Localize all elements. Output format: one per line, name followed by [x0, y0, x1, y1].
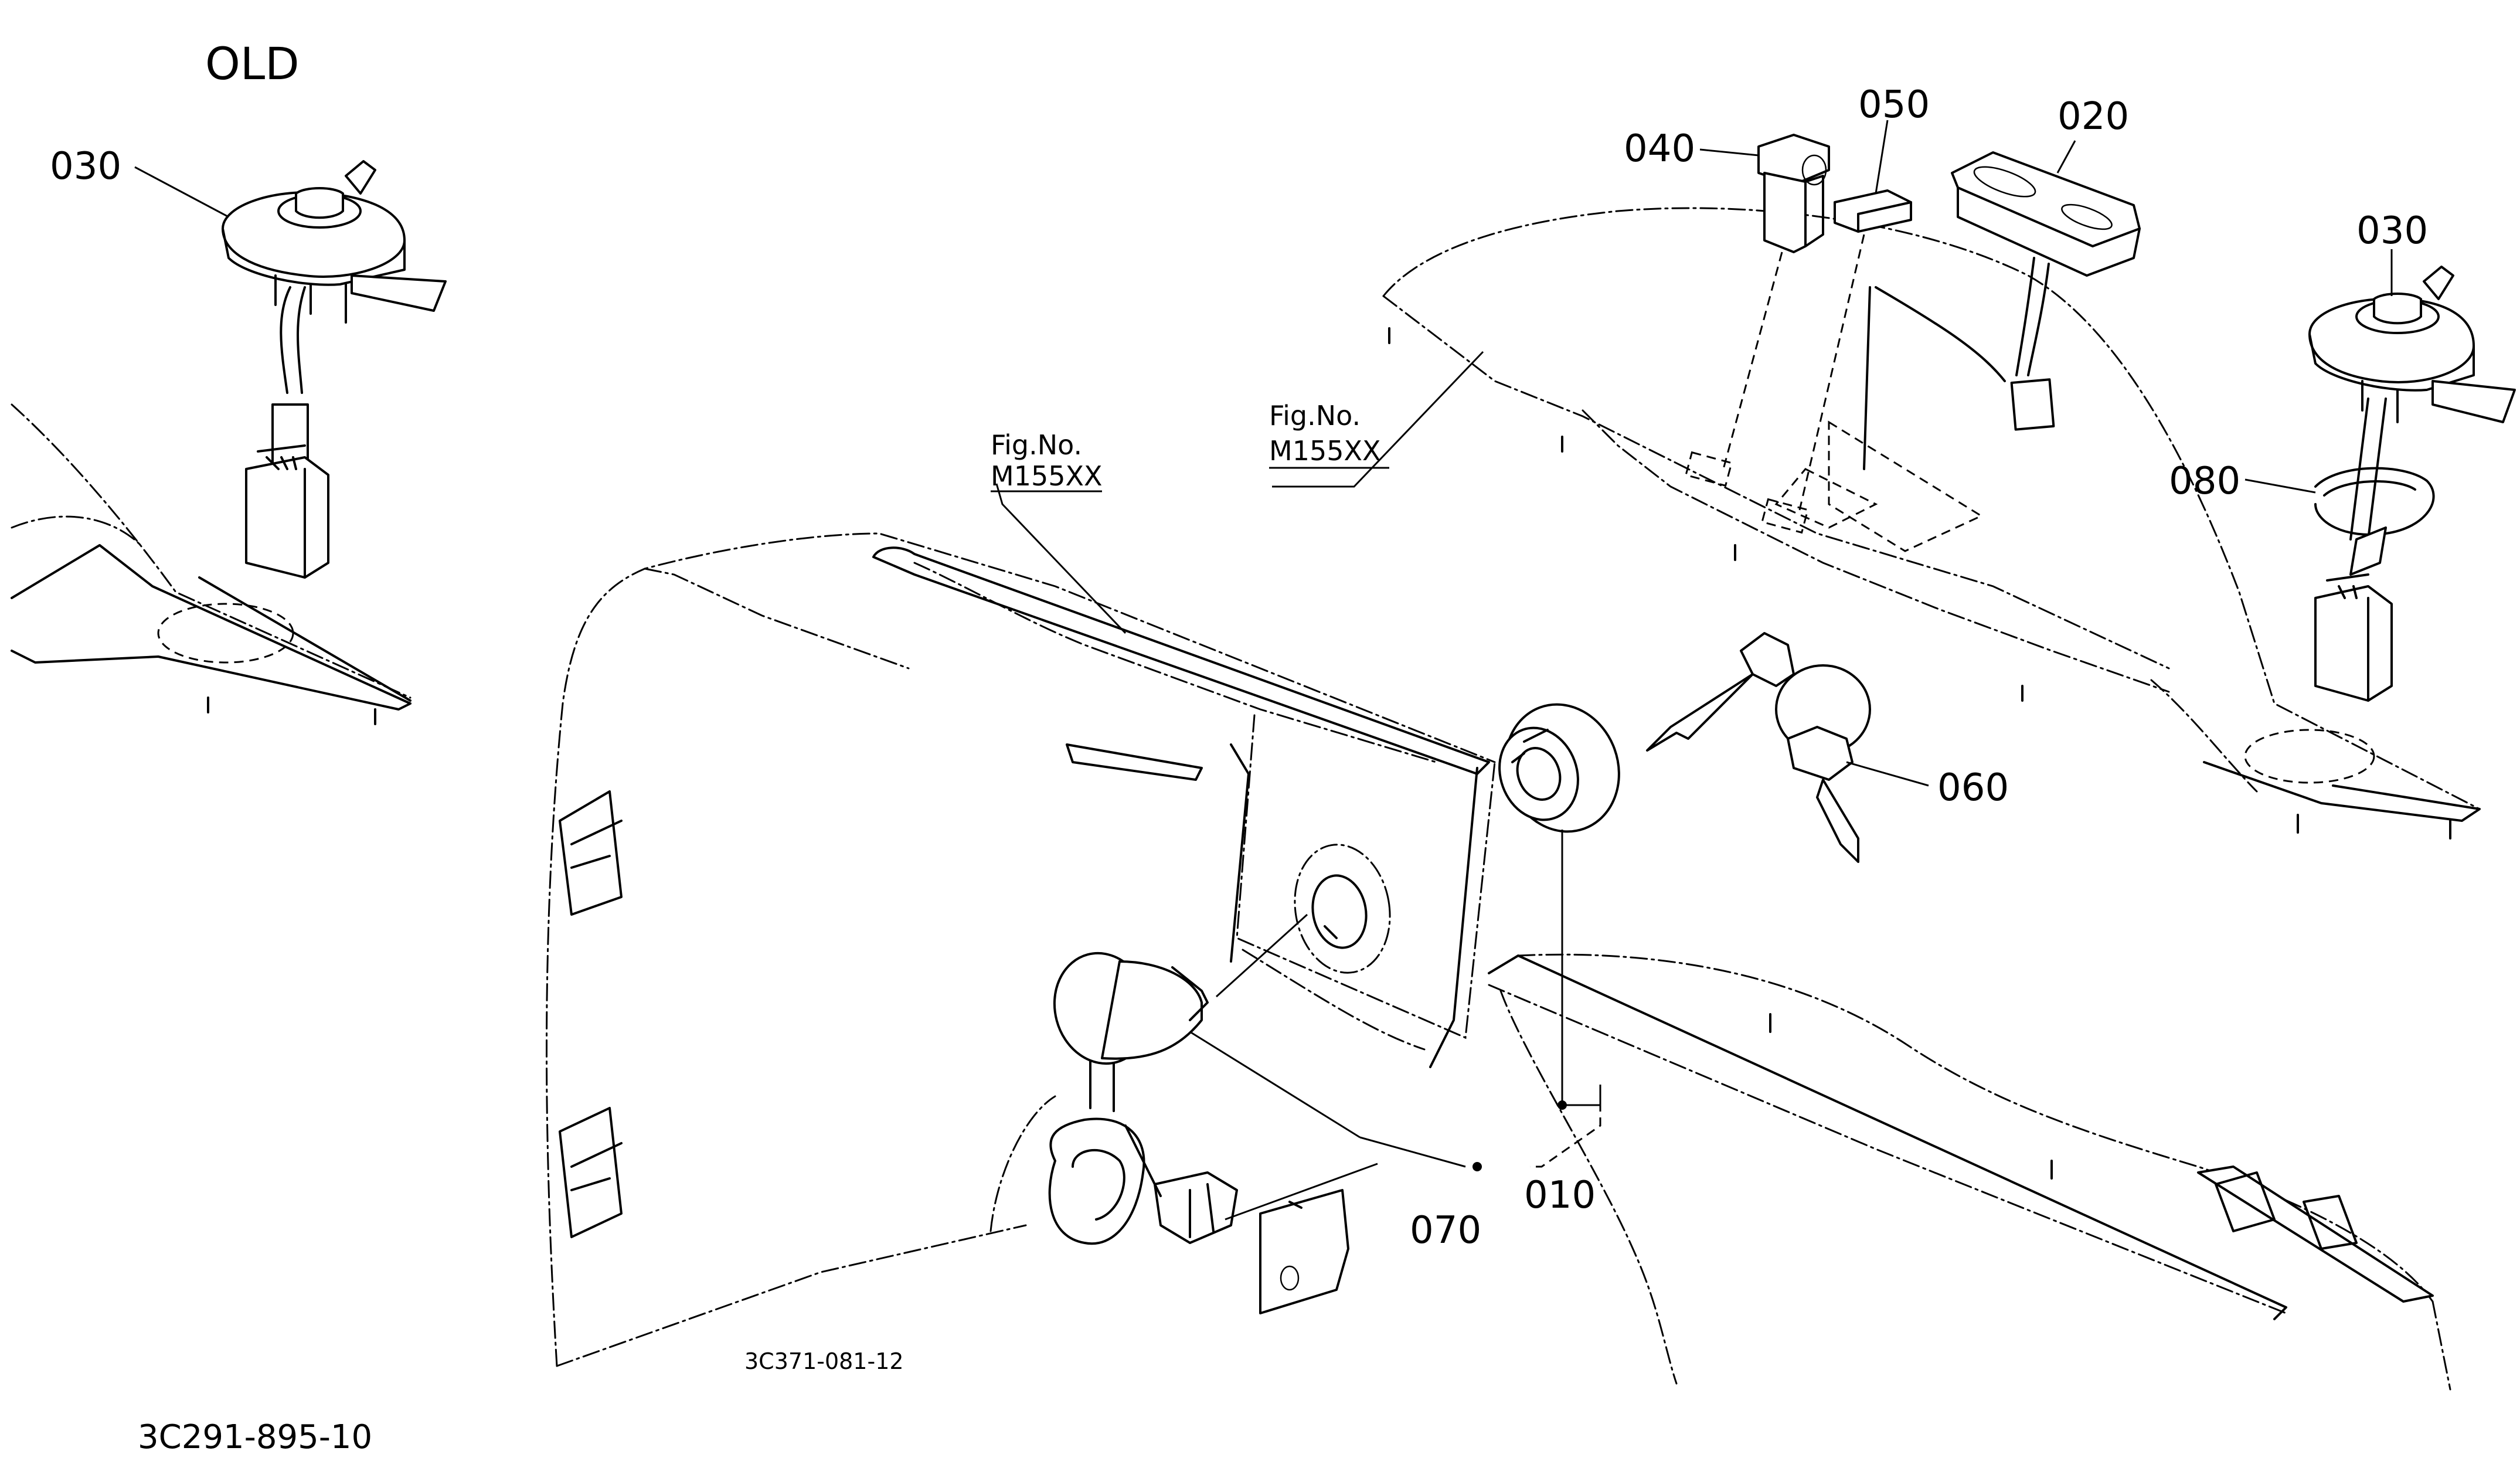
drawing-number: 3C371-081-12 — [744, 1348, 904, 1374]
label-040: 040 — [1624, 127, 1695, 171]
upper-panel-outline — [1382, 207, 2481, 840]
mounting-bracket — [1189, 1031, 1482, 1314]
fig-ref-right-line1: Fig.No. — [1269, 400, 1361, 431]
key-cylinder — [1048, 913, 1308, 1245]
label-010: 010 — [1524, 1174, 1596, 1217]
label-030-right: 030 — [2356, 209, 2428, 253]
part-080-cable-tie — [2314, 467, 2435, 576]
label-070: 070 — [1410, 1209, 1481, 1252]
part-040-switch — [1722, 134, 1830, 470]
fig-ref-left: Fig.No. M155XX — [991, 429, 1103, 492]
panel-key-hole — [1294, 844, 1391, 974]
lower-right-housing — [1488, 953, 2451, 1391]
new-switch-030 — [2308, 266, 2516, 702]
fig-ref-left-line1: Fig.No. — [991, 429, 1082, 461]
part-050-cap — [1798, 189, 1912, 511]
title-old: OLD — [205, 38, 300, 90]
label-050: 050 — [1858, 83, 1930, 127]
part-010-nut — [1498, 703, 1620, 1168]
fig-ref-left-line2: M155XX — [991, 460, 1103, 492]
part-020-panel-switch — [1863, 151, 2141, 470]
label-030-left: 030 — [50, 145, 121, 188]
fig-ref-right: Fig.No. M155XX — [1269, 400, 1389, 469]
label-080: 080 — [2169, 460, 2240, 503]
old-panel-outline — [11, 403, 412, 725]
part-060-keys — [1646, 632, 1871, 863]
fig-ref-right-line2: M155XX — [1269, 435, 1381, 467]
old-switch-030 — [222, 160, 447, 579]
main-front-panel — [546, 532, 1496, 1367]
label-060: 060 — [1937, 766, 2009, 810]
sheet-number: 3C291-895-10 — [138, 1418, 372, 1456]
label-020: 020 — [2058, 95, 2129, 138]
